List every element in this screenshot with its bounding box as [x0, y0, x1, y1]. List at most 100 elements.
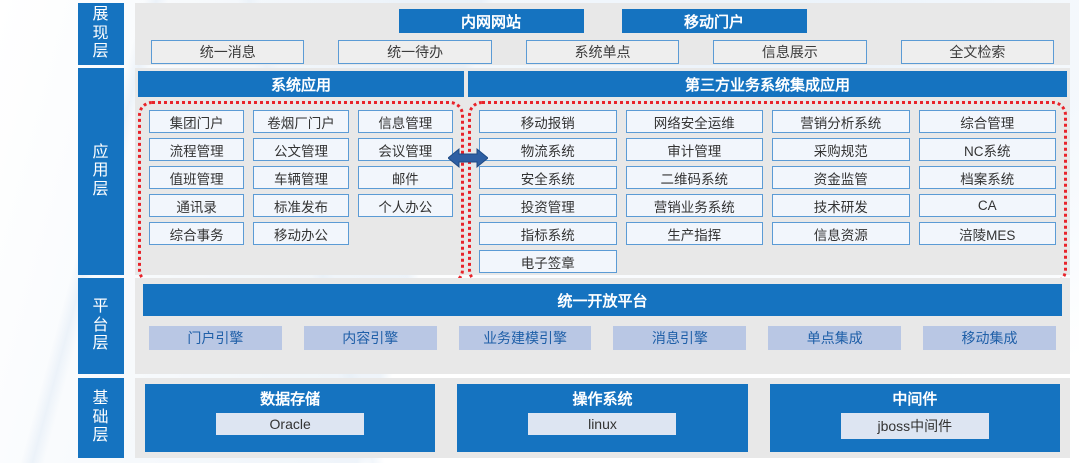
app-chip-audit-mgmt[interactable]: 审计管理	[625, 138, 763, 161]
thirdparty-application-group: 移动报销 物流系统 安全系统 投资管理 指标系统 电子签章 网络安全运维 审计管…	[468, 101, 1067, 284]
app-chip-info-mgmt[interactable]: 信息管理	[357, 110, 453, 133]
app-chip-indicator-system[interactable]: 指标系统	[479, 222, 617, 245]
foundation-card-operating-system[interactable]: 操作系统 linux	[457, 384, 748, 452]
app-chip-marketing-business-system[interactable]: 营销业务系统	[625, 194, 763, 217]
plat-chip-business-modeling-engine[interactable]: 业务建模引擎	[458, 326, 592, 350]
presentation-layer-body: 内网网站 移动门户 统一消息 统一待办 系统单点 信息展示 全文检索	[135, 3, 1070, 65]
foundation-card-value-jboss[interactable]: jboss中间件	[840, 413, 989, 439]
application-groups: 集团门户 流程管理 值班管理 通讯录 综合事务 卷烟厂门户 公文管理 车辆管理 …	[135, 97, 1070, 290]
application-banner-row: 系统应用 第三方业务系统集成应用	[135, 68, 1070, 97]
app-chip-network-security-ops[interactable]: 网络安全运维	[625, 110, 763, 133]
layer-tab-char: 台	[92, 316, 110, 334]
app-chip-info-resource[interactable]: 信息资源	[772, 222, 910, 245]
foundation-layer: 基 础 层 数据存储 Oracle 操作系统 linux 中间件 jboss中间…	[78, 378, 1070, 458]
foundation-card-row: 数据存储 Oracle 操作系统 linux 中间件 jboss中间件	[135, 378, 1070, 458]
app-chip-meeting-mgmt[interactable]: 会议管理	[357, 138, 453, 161]
banner-system-application[interactable]: 系统应用	[138, 71, 464, 97]
plat-chip-content-engine[interactable]: 内容引擎	[303, 326, 437, 350]
application-layer-body: 系统应用 第三方业务系统集成应用 集团门户 流程管理 值班管理 通讯录 综合事务…	[135, 68, 1070, 284]
app-chip-process-mgmt[interactable]: 流程管理	[149, 138, 245, 161]
app-chip-mobile-reimbursement[interactable]: 移动报销	[479, 110, 617, 133]
layer-tab-char: 应	[92, 143, 110, 161]
layer-tab-char: 层	[92, 427, 110, 445]
layer-tab-char: 平	[92, 298, 110, 316]
presentation-layer: 展 现 层 内网网站 移动门户 统一消息 统一待办 系统单点 信息展示 全文检索	[78, 3, 1070, 65]
app-column: 集团门户 流程管理 值班管理 通讯录 综合事务	[149, 110, 245, 245]
app-chip-marketing-analysis-system[interactable]: 营销分析系统	[772, 110, 910, 133]
layer-tab-char: 础	[92, 408, 110, 426]
foundation-card-middleware[interactable]: 中间件 jboss中间件	[769, 384, 1060, 452]
foundation-layer-body: 数据存储 Oracle 操作系统 linux 中间件 jboss中间件	[135, 378, 1070, 458]
banner-mobile-portal[interactable]: 移动门户	[621, 9, 807, 33]
layer-tab-char: 层	[92, 335, 110, 353]
layer-tab-application: 应 用 层	[78, 68, 124, 275]
platform-chip-row: 门户引擎 内容引擎 业务建模引擎 消息引擎 单点集成 移动集成	[135, 316, 1070, 360]
app-chip-factory-portal[interactable]: 卷烟厂门户	[253, 110, 349, 133]
app-chip-investment-mgmt[interactable]: 投资管理	[479, 194, 617, 217]
application-layer: 应 用 层 系统应用 第三方业务系统集成应用 集团门户 流程管理 值班管理 通讯…	[78, 68, 1070, 284]
system-application-group: 集团门户 流程管理 值班管理 通讯录 综合事务 卷烟厂门户 公文管理 车辆管理 …	[138, 101, 464, 284]
layer-tab-presentation: 展 现 层	[78, 3, 124, 65]
layer-tab-char: 用	[92, 162, 110, 180]
app-chip-logistics-system[interactable]: 物流系统	[479, 138, 617, 161]
chip-system-sso[interactable]: 系统单点	[525, 40, 680, 64]
layer-tab-char: 基	[92, 390, 110, 408]
app-chip-standard-release[interactable]: 标准发布	[253, 194, 349, 217]
app-column: 信息管理 会议管理 邮件 个人办公	[357, 110, 453, 217]
banner-intranet-site[interactable]: 内网网站	[398, 9, 584, 33]
app-chip-mail[interactable]: 邮件	[357, 166, 453, 189]
plat-chip-mobile-integration[interactable]: 移动集成	[923, 326, 1056, 350]
layer-tab-char: 层	[92, 180, 110, 198]
app-chip-procurement-standard[interactable]: 采购规范	[772, 138, 910, 161]
app-column: 网络安全运维 审计管理 二维码系统 营销业务系统 生产指挥	[625, 110, 763, 245]
app-chip-production-command[interactable]: 生产指挥	[625, 222, 763, 245]
app-chip-fund-supervision[interactable]: 资金监管	[772, 166, 910, 189]
presentation-chip-row: 统一消息 统一待办 系统单点 信息展示 全文检索	[135, 33, 1070, 70]
app-chip-document-mgmt[interactable]: 公文管理	[253, 138, 349, 161]
plat-chip-portal-engine[interactable]: 门户引擎	[149, 326, 282, 350]
banner-unified-open-platform[interactable]: 统一开放平台	[143, 284, 1062, 316]
app-chip-fuling-mes[interactable]: 涪陵MES	[918, 222, 1056, 245]
foundation-card-data-storage[interactable]: 数据存储 Oracle	[145, 384, 436, 452]
layer-tab-char: 展	[92, 6, 110, 24]
chip-unified-todo[interactable]: 统一待办	[338, 40, 492, 64]
app-chip-nc-system[interactable]: NC系统	[918, 138, 1056, 161]
layer-tab-char: 现	[92, 24, 110, 42]
app-column: 综合管理 NC系统 档案系统 CA 涪陵MES	[918, 110, 1056, 245]
foundation-card-value-oracle[interactable]: Oracle	[216, 413, 365, 435]
foundation-card-title: 操作系统	[572, 391, 633, 408]
app-chip-mobile-office[interactable]: 移动办公	[253, 222, 349, 245]
app-chip-qrcode-system[interactable]: 二维码系统	[625, 166, 763, 189]
chip-info-display[interactable]: 信息展示	[713, 40, 867, 64]
app-chip-comprehensive-mgmt[interactable]: 综合管理	[918, 110, 1056, 133]
presentation-banner-row: 内网网站 移动门户	[135, 3, 1070, 33]
app-chip-vehicle-mgmt[interactable]: 车辆管理	[253, 166, 349, 189]
app-chip-archive-system[interactable]: 档案系统	[918, 166, 1056, 189]
app-chip-duty-mgmt[interactable]: 值班管理	[149, 166, 245, 189]
app-chip-tech-rnd[interactable]: 技术研发	[772, 194, 910, 217]
foundation-card-value-linux[interactable]: linux	[528, 413, 677, 435]
layer-tab-char: 层	[92, 43, 110, 61]
plat-chip-sso-integration[interactable]: 单点集成	[768, 326, 902, 350]
app-chip-contacts[interactable]: 通讯录	[149, 194, 245, 217]
platform-layer-body: 统一开放平台 门户引擎 内容引擎 业务建模引擎 消息引擎 单点集成 移动集成	[135, 278, 1070, 374]
chip-fulltext-search[interactable]: 全文检索	[900, 40, 1055, 64]
app-chip-ca[interactable]: CA	[918, 194, 1056, 217]
app-chip-general-affairs[interactable]: 综合事务	[149, 222, 245, 245]
app-chip-personal-office[interactable]: 个人办公	[357, 194, 453, 217]
double-arrow-icon	[447, 145, 489, 171]
layer-tab-foundation: 基 础 层	[78, 378, 124, 458]
foundation-card-title: 中间件	[892, 391, 938, 408]
platform-layer: 平 台 层 统一开放平台 门户引擎 内容引擎 业务建模引擎 消息引擎 单点集成 …	[78, 278, 1070, 374]
foundation-card-title: 数据存储	[260, 391, 321, 408]
app-column: 移动报销 物流系统 安全系统 投资管理 指标系统 电子签章	[479, 110, 617, 273]
banner-thirdparty-integration[interactable]: 第三方业务系统集成应用	[468, 71, 1067, 97]
app-column: 卷烟厂门户 公文管理 车辆管理 标准发布 移动办公	[253, 110, 349, 245]
layer-tab-platform: 平 台 层	[78, 278, 124, 374]
app-chip-e-signature[interactable]: 电子签章	[479, 250, 617, 273]
plat-chip-message-engine[interactable]: 消息引擎	[613, 326, 747, 350]
app-chip-safety-system[interactable]: 安全系统	[479, 166, 617, 189]
chip-unified-message[interactable]: 统一消息	[151, 40, 305, 64]
app-chip-group-portal[interactable]: 集团门户	[149, 110, 245, 133]
